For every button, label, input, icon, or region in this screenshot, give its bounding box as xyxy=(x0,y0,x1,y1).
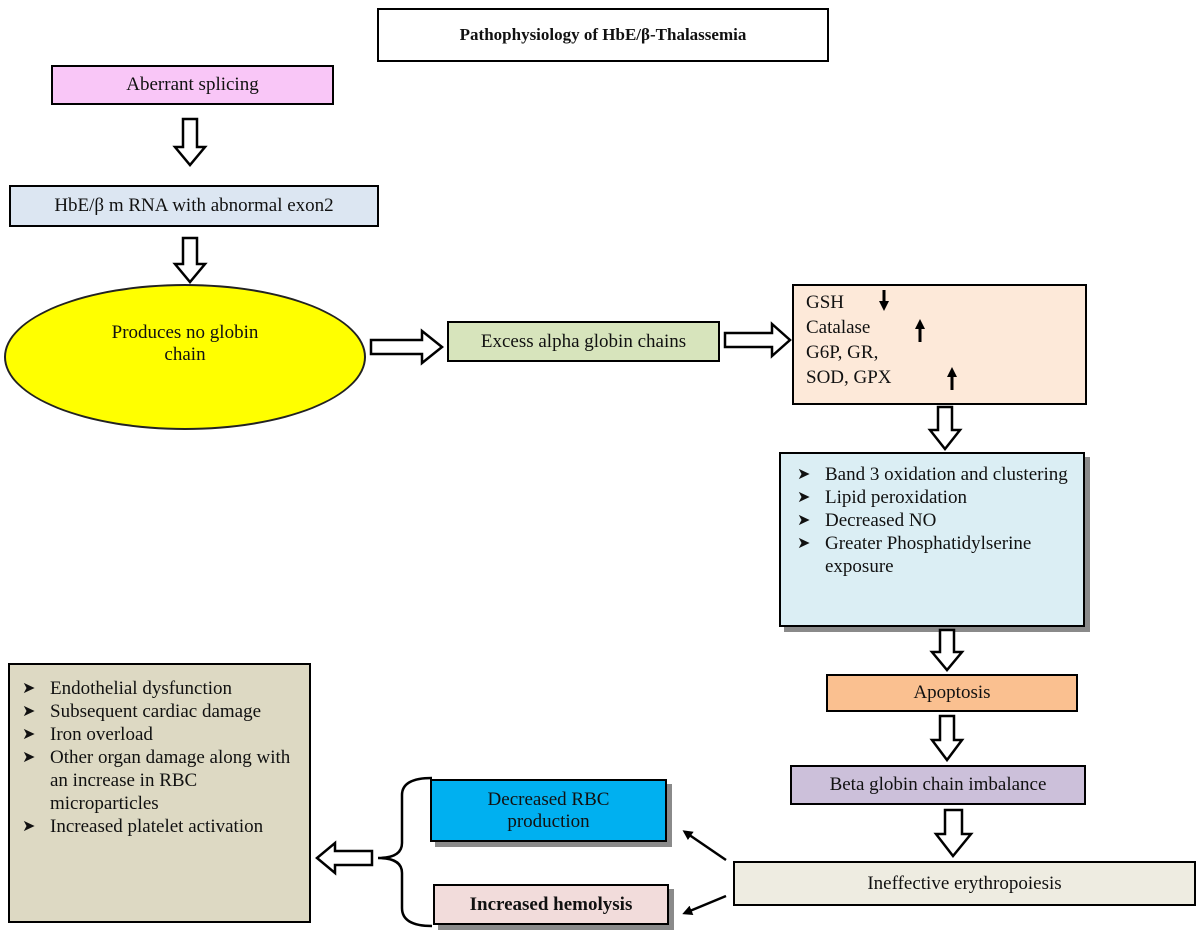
node-decreased-rbc-label: Decreased RBC production xyxy=(487,788,610,832)
list-item: ➤Band 3 oxidation and clustering xyxy=(797,464,1068,485)
list-item: ➤Lipid peroxidation xyxy=(797,487,967,508)
node-aberrant-splicing-label: Aberrant splicing xyxy=(126,74,259,95)
node-ineffective-label: Ineffective erythropoiesis xyxy=(867,872,1062,894)
list-item: ➤Subsequent cardiac damage xyxy=(22,701,262,722)
diagram-title: Pathophysiology of HbE/β-Thalassemia xyxy=(377,8,829,62)
node-increased-hemolysis: Increased hemolysis xyxy=(433,884,669,925)
node-aberrant-splicing: Aberrant splicing xyxy=(51,65,334,105)
hollow-down-arrow xyxy=(172,236,208,284)
oxidative-effects-list: ➤Band 3 oxidation and clustering ➤Lipid … xyxy=(795,463,1077,578)
node-antioxidants: GSH Catalase G6P, GR, SOD, GPX xyxy=(792,284,1087,405)
antioxidant-catalase: Catalase xyxy=(806,317,871,338)
arrow-to-increased-hemolysis xyxy=(682,894,727,915)
hollow-left-arrow xyxy=(315,840,374,876)
node-excess-alpha-label: Excess alpha globin chains xyxy=(480,330,687,352)
node-clinical-outcomes: ➤Endothelial dysfunction ➤Subsequent car… xyxy=(8,663,311,923)
outcomes-list: ➤Endothelial dysfunction ➤Subsequent car… xyxy=(20,677,303,838)
node-mrna-label: HbE/β m RNA with abnormal exon2 xyxy=(54,195,334,216)
list-item: ➤Endothelial dysfunction xyxy=(22,678,233,699)
hollow-down-arrow xyxy=(929,714,965,763)
node-no-globin-chain-label: Produces no globin chain xyxy=(111,322,259,365)
hollow-down-arrow xyxy=(927,405,963,452)
hollow-right-arrow xyxy=(369,328,445,366)
hollow-down-arrow xyxy=(929,628,965,672)
node-no-globin-chain: Produces no globin chain xyxy=(4,284,366,430)
diagram-title-text: Pathophysiology of HbE/β-Thalassemia xyxy=(459,25,747,44)
list-item: ➤Iron overload xyxy=(22,724,153,745)
node-beta-imbalance-label: Beta globin chain imbalance xyxy=(829,774,1047,795)
hollow-down-arrow xyxy=(172,117,208,167)
list-item: ➤Increased platelet activation xyxy=(22,816,264,837)
node-beta-imbalance: Beta globin chain imbalance xyxy=(790,765,1086,805)
grouping-brace xyxy=(377,776,433,928)
node-increased-hemolysis-label: Increased hemolysis xyxy=(469,893,633,915)
node-excess-alpha: Excess alpha globin chains xyxy=(447,321,720,362)
hollow-right-arrow xyxy=(723,321,792,359)
antioxidant-g6p-gr: G6P, GR, xyxy=(806,342,879,363)
node-apoptosis-label: Apoptosis xyxy=(913,682,991,703)
node-oxidative-effects: ➤Band 3 oxidation and clustering ➤Lipid … xyxy=(779,452,1085,627)
antioxidant-gsh: GSH xyxy=(806,292,845,313)
arrow-to-decreased-rbc xyxy=(682,830,727,862)
node-decreased-rbc: Decreased RBC production xyxy=(430,779,667,842)
list-item: ➤Greater Phosphatidylserine exposure xyxy=(797,533,1032,577)
node-mrna: HbE/β m RNA with abnormal exon2 xyxy=(9,185,379,227)
antioxidant-sod-gpx: SOD, GPX xyxy=(806,367,892,388)
list-item: ➤Other organ damage along with an increa… xyxy=(22,747,291,814)
node-ineffective-erythropoiesis: Ineffective erythropoiesis xyxy=(733,861,1196,906)
list-item: ➤Decreased NO xyxy=(797,510,937,531)
hollow-down-arrow xyxy=(933,808,974,859)
node-apoptosis: Apoptosis xyxy=(826,674,1078,712)
